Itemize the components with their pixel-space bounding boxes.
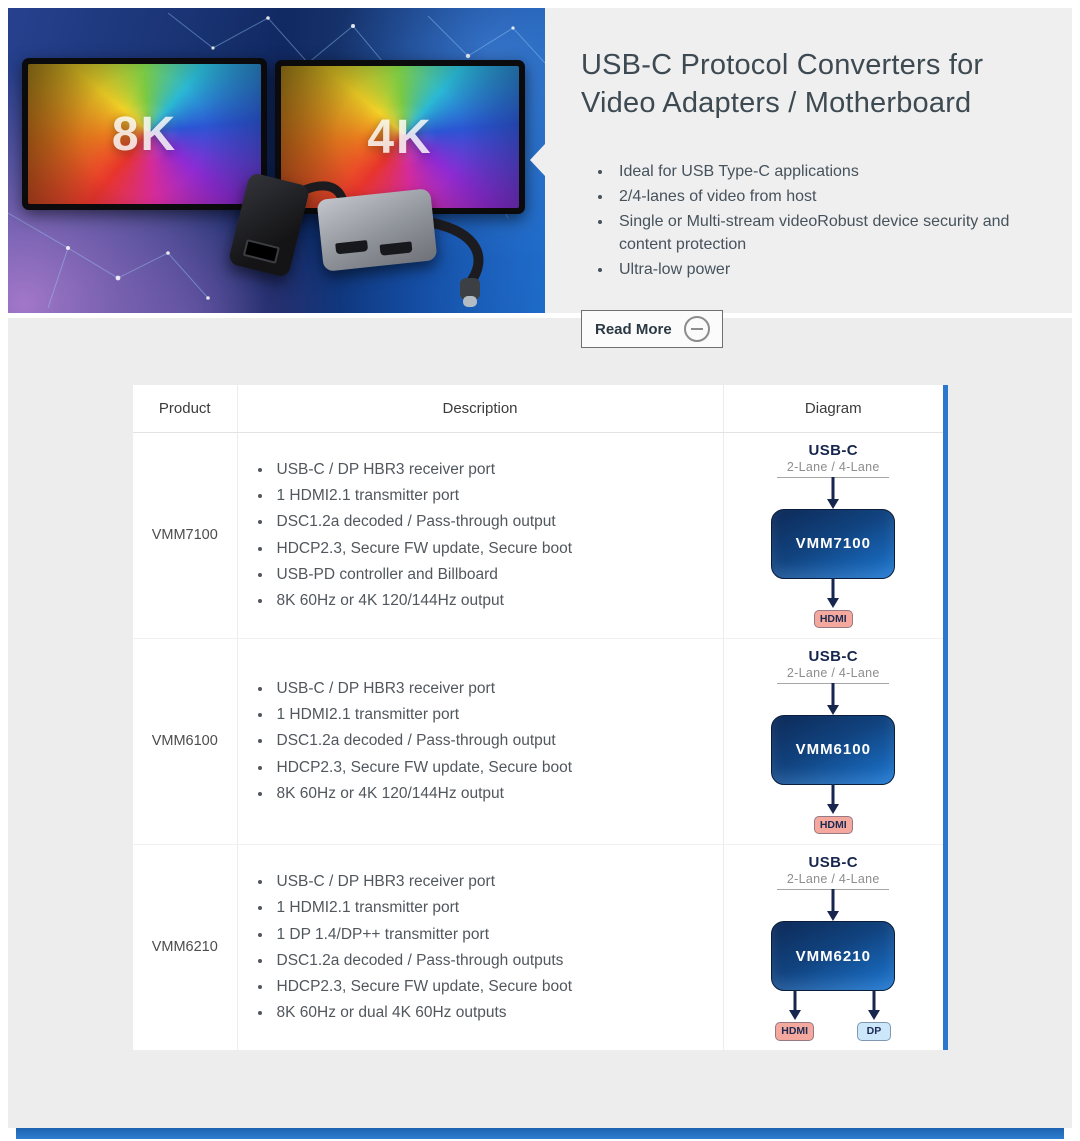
product-diagram-cell: USB-C 2-Lane / 4-Lane VMM6100 — [723, 638, 943, 845]
diagram-usbc-label: USB-C — [808, 441, 858, 459]
panel-notch — [530, 144, 545, 176]
table-header-row: Product Description Diagram — [133, 385, 943, 433]
diagram-usbc-label: USB-C — [808, 647, 858, 665]
down-arrow-icon — [827, 476, 840, 509]
content-band: Product Description Diagram VMM7100 USB-… — [8, 318, 1072, 1128]
diagram-lanes-label: 2-Lane / 4-Lane — [786, 665, 880, 680]
description-list: USB-C / DP HBR3 receiver port 1 HDMI2.1 … — [239, 870, 722, 1025]
down-arrow-icon — [827, 682, 840, 715]
diagram-lanes-label: 2-Lane / 4-Lane — [786, 459, 880, 474]
description-item: 8K 60Hz or 4K 120/144Hz output — [273, 782, 722, 805]
read-more-button[interactable]: Read More — [581, 310, 723, 349]
minus-circle-icon — [683, 316, 710, 343]
block-diagram: USB-C 2-Lane / 4-Lane VMM6210 — [725, 854, 943, 1041]
output-branch-dp: DP — [856, 990, 892, 1041]
description-item: 1 HDMI2.1 transmitter port — [273, 896, 722, 919]
product-description: USB-C / DP HBR3 receiver port 1 HDMI2.1 … — [237, 638, 724, 845]
description-item: HDCP2.3, Secure FW update, Secure boot — [273, 975, 722, 998]
description-item: USB-C / DP HBR3 receiver port — [273, 677, 722, 700]
feature-item: 2/4-lanes of video from host — [613, 186, 1052, 208]
monitor-8k-screen — [28, 64, 261, 204]
product-diagram-cell: USB-C 2-Lane / 4-Lane VMM6210 — [723, 844, 943, 1050]
block-diagram: USB-C 2-Lane / 4-Lane VMM7100 — [725, 442, 943, 629]
dual-outputs: HDMI DP — [771, 990, 895, 1041]
monitor-8k-label: 8K — [111, 107, 178, 161]
description-item: HDCP2.3, Secure FW update, Secure boot — [273, 756, 722, 779]
description-item: HDCP2.3, Secure FW update, Secure boot — [273, 537, 722, 560]
description-item: 1 DP 1.4/DP++ transmitter port — [273, 923, 722, 946]
output-branch-hdmi: HDMI — [775, 990, 815, 1041]
description-item: DSC1.2a decoded / Pass-through output — [273, 729, 722, 752]
chip-box: VMM7100 — [771, 508, 896, 579]
down-arrow-icon — [867, 990, 880, 1020]
hdmi-port-1 — [335, 240, 369, 255]
hdmi-port-2 — [379, 241, 413, 256]
table-row: VMM7100 USB-C / DP HBR3 receiver port 1 … — [133, 432, 943, 639]
diagram-lanes-label: 2-Lane / 4-Lane — [786, 872, 880, 886]
chip-box: VMM6210 — [771, 921, 896, 991]
read-more-label: Read More — [595, 320, 672, 338]
product-name: VMM6210 — [133, 844, 238, 1050]
product-diagram-cell: USB-C 2-Lane / 4-Lane VMM7100 — [723, 432, 943, 639]
dual-hdmi-adapter-product-photo — [316, 188, 438, 272]
down-arrow-icon — [827, 783, 840, 814]
page-title: USB-C Protocol Converters for Video Adap… — [581, 49, 984, 120]
product-name: VMM6100 — [133, 638, 238, 845]
hero-text-panel: USB-C Protocol Converters for Video Adap… — [530, 8, 1072, 349]
table-row: VMM6100 USB-C / DP HBR3 receiver port 1 … — [133, 638, 943, 845]
products-table-card: Product Description Diagram VMM7100 USB-… — [133, 385, 948, 1050]
table-accent-bar — [943, 385, 948, 1050]
column-header-diagram: Diagram — [723, 385, 943, 433]
hdmi-badge: HDMI — [775, 1022, 815, 1041]
product-description: USB-C / DP HBR3 receiver port 1 HDMI2.1 … — [237, 432, 724, 639]
description-item: USB-C / DP HBR3 receiver port — [273, 458, 722, 481]
description-item: USB-PD controller and Billboard — [273, 563, 722, 586]
feature-list: Ideal for USB Type-C applications 2/4-la… — [595, 161, 1052, 282]
description-item: DSC1.2a decoded / Pass-through outputs — [273, 949, 722, 972]
feature-item: Single or Multi-stream videoRobust devic… — [613, 211, 1052, 256]
description-item: 1 HDMI2.1 transmitter port — [273, 703, 722, 726]
hero-image: 8K 4K — [8, 8, 545, 313]
description-item: 1 HDMI2.1 transmitter port — [273, 484, 722, 507]
chip-box: VMM6100 — [771, 714, 896, 785]
dp-badge: DP — [856, 1022, 892, 1041]
description-list: USB-C / DP HBR3 receiver port 1 HDMI2.1 … — [239, 677, 722, 805]
product-description: USB-C / DP HBR3 receiver port 1 HDMI2.1 … — [237, 844, 724, 1050]
hdmi-badge: HDMI — [813, 609, 853, 629]
column-header-product: Product — [133, 385, 238, 433]
products-table: Product Description Diagram VMM7100 USB-… — [133, 385, 943, 1050]
feature-item: Ideal for USB Type-C applications — [613, 161, 1052, 183]
product-name: VMM7100 — [133, 432, 238, 639]
description-item: DSC1.2a decoded / Pass-through output — [273, 510, 722, 533]
down-arrow-icon — [827, 577, 840, 608]
table-row: VMM6210 USB-C / DP HBR3 receiver port 1 … — [133, 844, 943, 1050]
column-header-description: Description — [237, 385, 724, 433]
dp-port — [242, 239, 280, 264]
description-item: USB-C / DP HBR3 receiver port — [273, 870, 722, 893]
monitor-8k: 8K — [22, 58, 267, 210]
feature-item: Ultra-low power — [613, 259, 1052, 281]
description-item: 8K 60Hz or 4K 120/144Hz output — [273, 589, 722, 612]
down-arrow-icon — [788, 990, 801, 1020]
hero-section: 8K 4K USB-C P — [8, 8, 1072, 349]
hdmi-badge: HDMI — [813, 815, 853, 835]
down-arrow-icon — [827, 889, 840, 921]
block-diagram: USB-C 2-Lane / 4-Lane VMM6100 — [725, 648, 943, 835]
bottom-bar — [16, 1128, 1064, 1139]
description-list: USB-C / DP HBR3 receiver port 1 HDMI2.1 … — [239, 458, 722, 613]
monitor-4k-label: 4K — [367, 110, 433, 164]
diagram-usbc-label: USB-C — [808, 854, 858, 871]
description-item: 8K 60Hz or dual 4K 60Hz outputs — [273, 1001, 722, 1024]
